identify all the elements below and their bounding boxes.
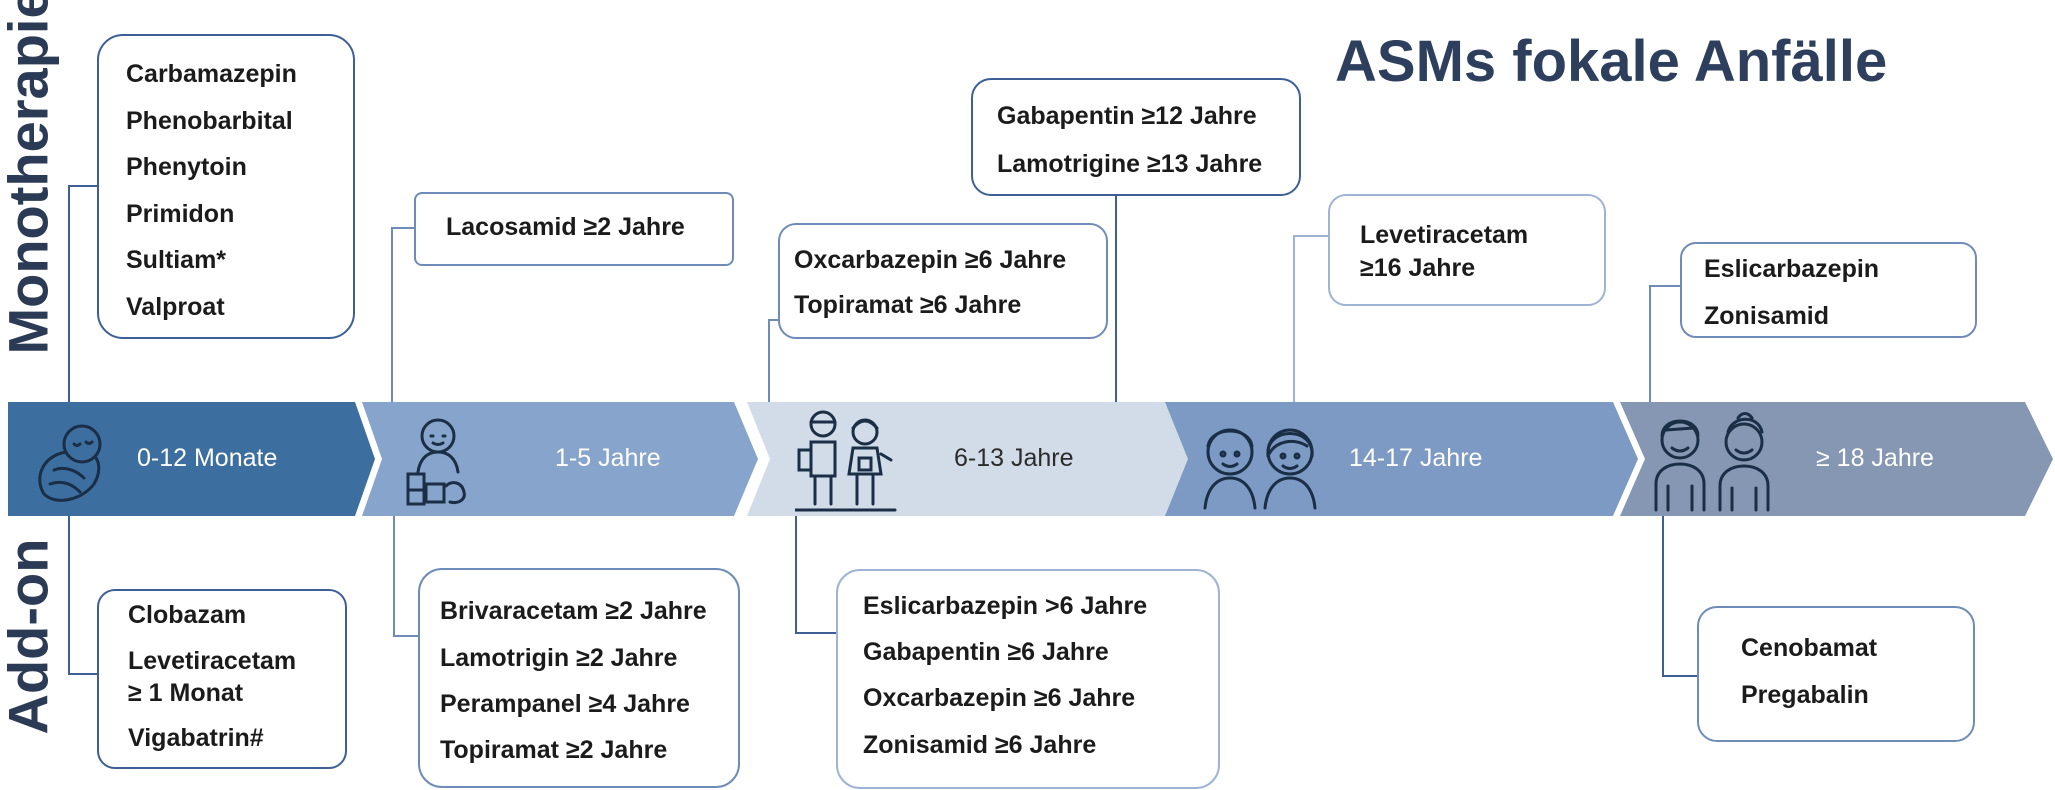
addon-box-1-5-jahre: Brivaracetam ≥2 Jahre Lamotrigin ≥2 Jahr… bbox=[418, 568, 740, 788]
connector-addon-3 bbox=[795, 516, 836, 634]
drug-item: Topiramat ≥6 Jahre bbox=[794, 291, 1022, 319]
drug-item: Zonisamid ≥6 Jahre bbox=[863, 731, 1097, 759]
stage-label-ab-18-jahre: ≥ 18 Jahre bbox=[1816, 444, 1934, 472]
drug-item: Gabapentin ≥12 Jahre bbox=[997, 102, 1257, 130]
adults-icon bbox=[1654, 412, 1770, 512]
drug-item: Lamotrigin ≥2 Jahre bbox=[440, 644, 678, 672]
mono-box-ab-18-jahre: Eslicarbazepin Zonisamid bbox=[1680, 242, 1977, 338]
drug-item: Zonisamid bbox=[1704, 302, 1830, 330]
mono-box-1-5-jahre: Lacosamid ≥2 Jahre bbox=[414, 192, 734, 266]
drug-item: Cenobamat bbox=[1741, 634, 1878, 662]
connector-mono-2 bbox=[391, 227, 414, 402]
drug-item: ≥ 1 Monat bbox=[128, 679, 244, 707]
mono-box-14-17-jahre: Levetiracetam ≥16 Jahre bbox=[1328, 194, 1606, 306]
drug-item: Sultiam* bbox=[126, 246, 227, 274]
mono-box-0-12-monate: Carbamazepin Phenobarbital Phenytoin Pri… bbox=[97, 34, 355, 339]
drug-item: Brivaracetam ≥2 Jahre bbox=[440, 597, 707, 625]
drug-item: Carbamazepin bbox=[126, 60, 297, 88]
page-title: ASMs fokale Anfälle bbox=[1335, 29, 1888, 94]
stage-label-1-5-jahre: 1-5 Jahre bbox=[555, 444, 661, 472]
toddler-blocks-icon bbox=[406, 418, 466, 506]
drug-item: Perampanel ≥4 Jahre bbox=[440, 690, 690, 718]
drug-item: Levetiracetam bbox=[1360, 221, 1529, 249]
schoolchildren-icon bbox=[795, 410, 897, 512]
mono-box-gabapentin-lamotrigine: Gabapentin ≥12 Jahre Lamotrigine ≥13 Jah… bbox=[971, 78, 1301, 196]
connector-addon-2 bbox=[393, 516, 418, 637]
addon-box-6-13-jahre: Eslicarbazepin >6 Jahre Gabapentin ≥6 Ja… bbox=[836, 569, 1220, 789]
drug-item: Primidon bbox=[126, 200, 235, 228]
connector-mono-5 bbox=[1293, 235, 1328, 402]
drug-item: Gabapentin ≥6 Jahre bbox=[863, 638, 1109, 666]
connector-mono-6 bbox=[1649, 285, 1680, 402]
drug-item: Eslicarbazepin bbox=[1704, 255, 1880, 283]
drug-item: Valproat bbox=[126, 293, 225, 321]
stage-label-0-12-monate: 0-12 Monate bbox=[137, 444, 278, 472]
drug-item: ≥16 Jahre bbox=[1360, 254, 1476, 282]
drug-item: Oxcarbazepin ≥6 Jahre bbox=[863, 684, 1136, 712]
drug-item: Eslicarbazepin >6 Jahre bbox=[863, 592, 1148, 620]
teenagers-icon bbox=[1203, 428, 1317, 510]
drug-item: Vigabatrin# bbox=[128, 724, 264, 752]
addon-box-ab-18-jahre: Cenobamat Pregabalin bbox=[1697, 606, 1975, 742]
drug-item: Lacosamid ≥2 Jahre bbox=[446, 213, 685, 241]
connector-mono-3 bbox=[768, 319, 778, 402]
drug-item: Oxcarbazepin ≥6 Jahre bbox=[794, 246, 1067, 274]
baby-icon bbox=[38, 424, 102, 502]
drug-item: Lamotrigine ≥13 Jahre bbox=[997, 150, 1263, 178]
drug-item: Pregabalin bbox=[1741, 681, 1869, 709]
connector-addon-1 bbox=[68, 516, 97, 675]
drug-item: Clobazam bbox=[128, 601, 247, 629]
addon-box-0-12-monate: Clobazam Levetiracetam ≥ 1 Monat Vigabat… bbox=[97, 589, 347, 769]
connector-addon-4 bbox=[1662, 516, 1697, 677]
stage-label-6-13-jahre: 6-13 Jahre bbox=[954, 444, 1074, 472]
stage-arrow-0-12-monate bbox=[8, 402, 375, 516]
drug-item: Levetiracetam bbox=[128, 647, 297, 675]
drug-item: Phenobarbital bbox=[126, 107, 293, 135]
drug-item: Phenytoin bbox=[126, 153, 247, 181]
drug-item: Topiramat ≥2 Jahre bbox=[440, 736, 668, 764]
stage-label-14-17-jahre: 14-17 Jahre bbox=[1349, 444, 1483, 472]
mono-box-6-13-jahre: Oxcarbazepin ≥6 Jahre Topiramat ≥6 Jahre bbox=[778, 223, 1108, 339]
connector-mono-1 bbox=[68, 185, 97, 402]
